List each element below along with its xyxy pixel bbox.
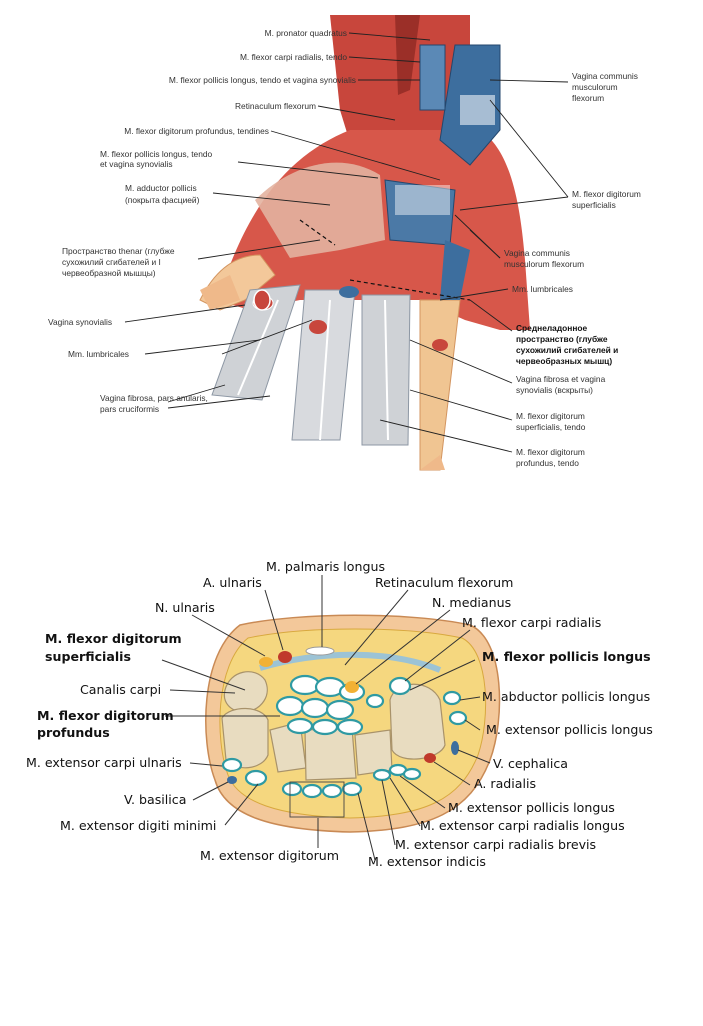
wrist-cross-section — [205, 614, 501, 833]
label-thenar-line1: Пространство thenar (глубже — [62, 246, 175, 256]
label-fdp-line2: profundus — [37, 725, 110, 740]
flexor-tendon-sheaths — [221, 674, 468, 799]
label-adductor-line1: M. adductor pollicis — [125, 183, 197, 193]
label-midpalm-line1: Среднеладонное — [516, 323, 587, 333]
label-fdp-tendines: M. flexor digitorum profundus, tendines — [124, 126, 269, 136]
label-apl: M. abductor pollicis longus — [482, 689, 650, 704]
a-radialis-dot — [424, 753, 436, 763]
label-thenar-line3: червеобразной мышцы) — [62, 268, 156, 278]
label-midpalm-line2: пространство (глубже — [516, 334, 608, 344]
label-thenar-line2: сухожилий сгибателей и I — [62, 257, 161, 267]
finger-middle-sheath — [291, 289, 356, 441]
label-epl-bottom: M. extensor pollicis longus — [448, 800, 615, 815]
label-fds-line1: M. flexor digitorum — [572, 189, 641, 199]
label-fibrosa-vagina-line1: Vagina fibrosa et vagina — [516, 374, 606, 384]
label-midpalm-line4: червеобразных мышц) — [516, 356, 612, 366]
label-v-cephalica: V. cephalica — [493, 756, 568, 771]
label-fdp-line1: M. flexor digitorum — [37, 708, 174, 723]
label-fds-line1: M. flexor digitorum — [45, 631, 182, 646]
label-fpl-tendo-2-line1: M. flexor pollicis longus, tendo — [100, 149, 213, 159]
label-ed: M. extensor digitorum — [200, 848, 339, 863]
label-fibrosa-line2: pars cruciformis — [100, 404, 159, 414]
labels-figure1: M. pronator quadratus M. flexor carpi ra… — [48, 28, 641, 468]
label-pronator-quadratus: M. pronator quadratus — [265, 28, 347, 38]
label-retinaculum-flexorum: Retinaculum flexorum — [375, 575, 513, 590]
label-canalis: Canalis carpi — [80, 682, 161, 697]
label-vcmf-top-line1: Vagina communis — [572, 71, 638, 81]
label-fibrosa-line1: Vagina fibrosa, pars anularis, — [100, 393, 208, 403]
label-vcmf-mid-line1: Vagina communis — [504, 248, 570, 258]
label-fibrosa-vagina-line2: synovialis (вскрыты) — [516, 385, 593, 395]
label-fcr: M. flexor carpi radialis — [462, 615, 601, 630]
palmaris-longus-dot — [305, 646, 335, 656]
labels-figure2: M. palmaris longus A. ulnaris Retinaculu… — [26, 559, 653, 869]
label-fpl: M. flexor pollicis longus — [482, 649, 651, 664]
n-medianus-dot — [345, 681, 359, 693]
leader-lines-figure2 — [161, 575, 491, 861]
label-lumbricales-left: Mm. lumbricales — [68, 349, 129, 359]
label-a-radialis: A. radialis — [474, 776, 536, 791]
label-ecrb: M. extensor carpi radialis brevis — [395, 837, 596, 852]
label-vcmf-top-line3: flexorum — [572, 93, 604, 103]
label-vcmf-top-line2: musculorum — [572, 82, 618, 92]
label-fpl-tendo-vagina: M. flexor pollicis longus, tendo et vagi… — [169, 75, 356, 85]
label-v-basilica: V. basilica — [124, 792, 186, 807]
label-fdp-tendo-line2: profundus, tendo — [516, 458, 579, 468]
label-epl-right: M. extensor pollicis longus — [486, 722, 653, 737]
carpal-bones — [221, 671, 446, 781]
label-fdp-tendo-line1: M. flexor digitorum — [516, 447, 585, 457]
label-palmaris-longus: M. palmaris longus — [266, 559, 385, 574]
label-retinaculum: Retinaculum flexorum — [235, 101, 316, 111]
label-ecrl: M. extensor carpi radialis longus — [420, 818, 625, 833]
v-cephalica-dot — [451, 741, 459, 755]
label-fds-tendo-line1: M. flexor digitorum — [516, 411, 585, 421]
label-ecu: M. extensor carpi ulnaris — [26, 755, 182, 770]
label-vagina-synovialis: Vagina synovialis — [48, 317, 112, 327]
label-fds-line2: superficialis — [572, 200, 616, 210]
leader-lines-figure1 — [124, 32, 569, 453]
label-a-ulnaris: A. ulnaris — [203, 575, 262, 590]
label-midpalm-line3: сухожилий сгибателей и — [516, 345, 618, 355]
finger-index-sheath — [211, 284, 301, 401]
label-fcr-tendo: M. flexor carpi radialis, tendo — [240, 52, 347, 62]
palm-illustration — [199, 15, 530, 471]
fpl-sheath — [419, 44, 446, 111]
label-fds-line2: superficialis — [45, 649, 131, 664]
label-vcmf-mid-line2: musculorum flexorum — [504, 259, 584, 269]
label-ei: M. extensor indicis — [368, 854, 486, 869]
finger-little — [419, 299, 461, 471]
label-edm: M. extensor digiti minimi — [60, 818, 216, 833]
label-fpl-tendo-2-line2: et vagina synovialis — [100, 159, 173, 169]
a-ulnaris-dot — [278, 651, 292, 663]
label-n-ulnaris: N. ulnaris — [155, 600, 215, 615]
label-adductor-line2: (покрыта фасцией) — [125, 195, 200, 205]
label-lumbricales-right: Mm. lumbricales — [512, 284, 573, 294]
label-n-medianus: N. medianus — [432, 595, 511, 610]
n-ulnaris-dot — [259, 657, 273, 667]
label-fds-tendo-line2: superficialis, tendo — [516, 422, 586, 432]
v-basilica-dot — [227, 776, 237, 784]
